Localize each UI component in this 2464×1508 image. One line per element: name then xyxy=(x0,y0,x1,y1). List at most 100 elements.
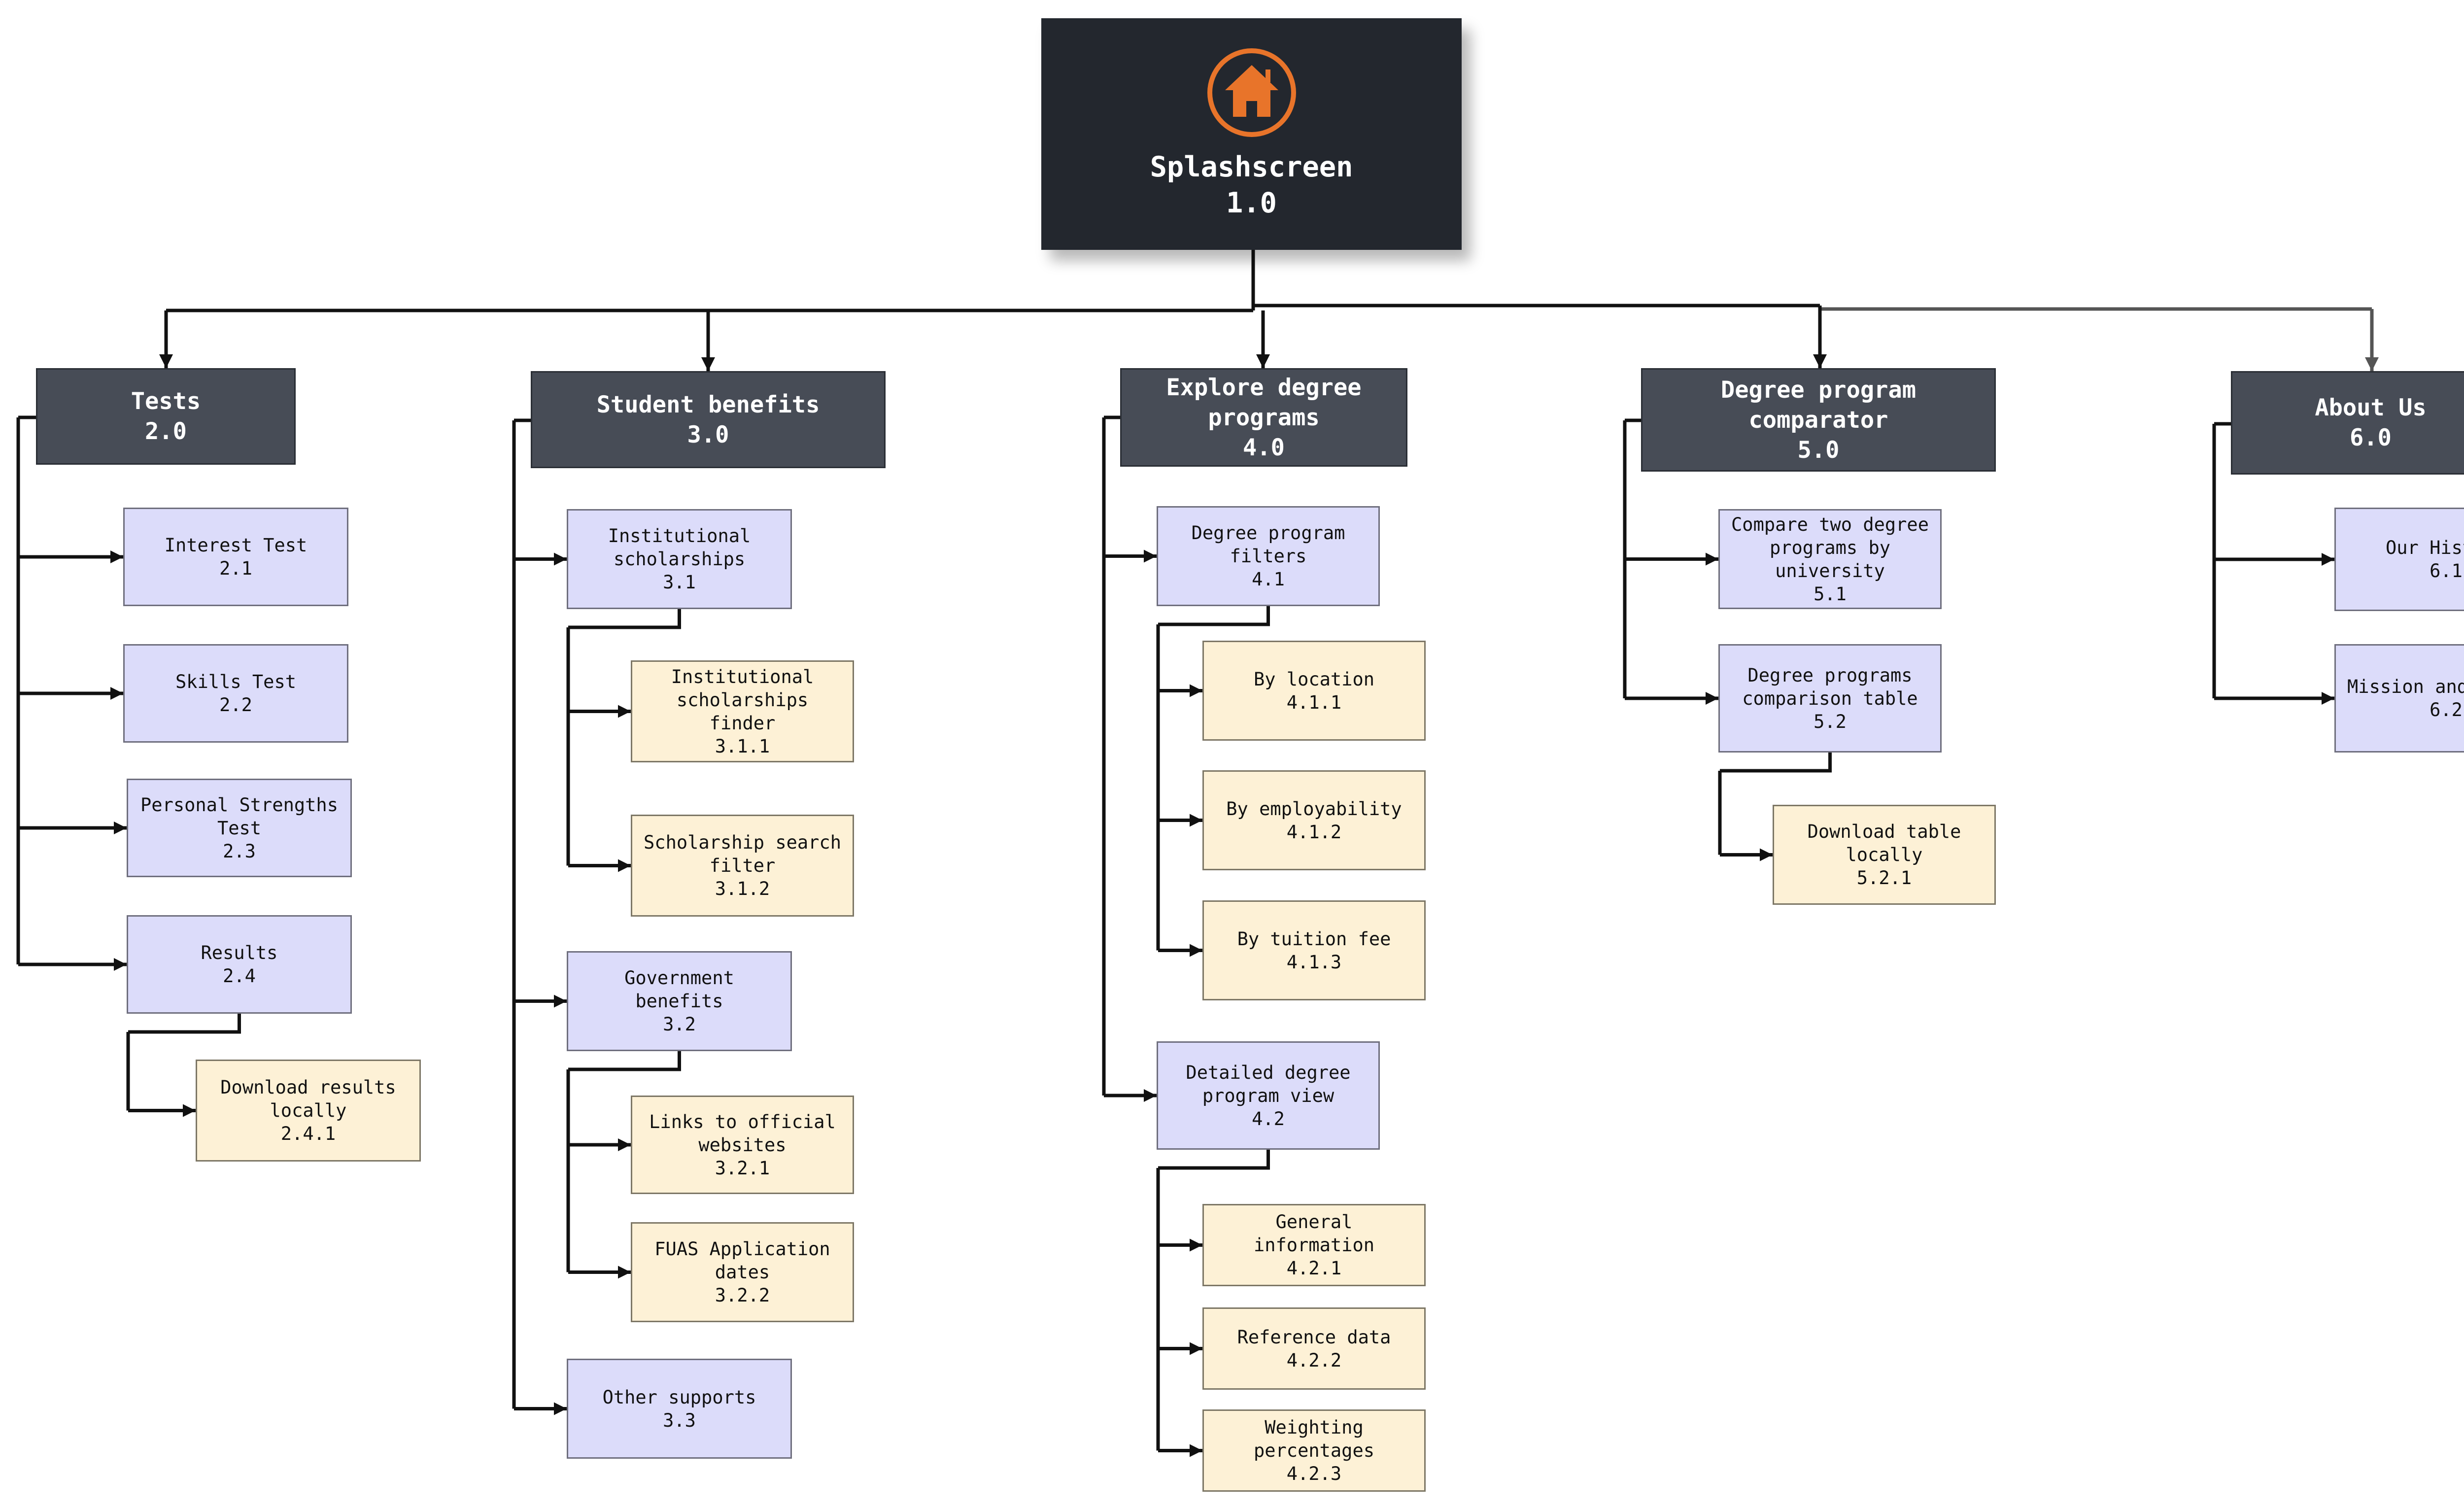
page-node-results: Results 2.4 xyxy=(127,915,352,1014)
page-node-compare-two-programs: Compare two degree programs by universit… xyxy=(1718,509,1942,609)
node-number: 6.2 xyxy=(2430,699,2463,720)
node-number: 3.1.2 xyxy=(715,878,770,899)
arrowhead xyxy=(110,687,123,700)
section-number: 2.0 xyxy=(145,418,187,445)
node-label: Links to official websites xyxy=(649,1111,836,1156)
arrowhead xyxy=(159,354,173,368)
connector-line xyxy=(128,1014,241,1034)
connector-line-grey xyxy=(1818,306,2372,311)
subpage-node-scholarship-search-filter: Scholarship search filter 3.1.2 xyxy=(631,815,854,917)
arrowhead xyxy=(110,550,123,563)
arrowhead xyxy=(2322,692,2334,705)
page-node-degree-program-filters: Degree program filters 4.1 xyxy=(1157,506,1380,606)
arrowhead xyxy=(1190,684,1202,697)
root-label: Splashscreen xyxy=(1150,151,1353,183)
page-node-government-benefits: Government benefits 3.2 xyxy=(567,951,792,1051)
page-node-our-history: Our History 6.1 xyxy=(2334,508,2464,611)
node-number: 3.2.1 xyxy=(715,1157,770,1179)
arrowhead xyxy=(1190,944,1202,957)
node-label: Mission and Values xyxy=(2347,676,2464,697)
page-node-institutional-scholarships: Institutional scholarships 3.1 xyxy=(567,509,792,609)
section-node-student-benefits: Student benefits 3.0 xyxy=(531,371,886,468)
node-number: 4.1 xyxy=(1252,569,1285,590)
node-number: 3.3 xyxy=(663,1409,696,1431)
home-icon xyxy=(1207,48,1296,137)
section-number: 6.0 xyxy=(2350,424,2392,451)
node-label: Personal Strengths Test xyxy=(140,794,338,839)
node-label: Other supports xyxy=(602,1386,756,1408)
arrowhead xyxy=(554,552,567,566)
arrowhead xyxy=(618,1138,631,1151)
node-label: FUAS Application dates xyxy=(654,1238,830,1283)
arrowhead xyxy=(1256,354,1270,368)
node-label: Institutional scholarships finder xyxy=(671,666,814,734)
subpage-node-by-employability: By employability 4.1.2 xyxy=(1202,770,1426,870)
section-label: Explore degree programs xyxy=(1166,374,1362,431)
node-label: Compare two degree programs by universit… xyxy=(1731,514,1929,582)
arrowhead xyxy=(618,705,631,718)
node-number: 3.2 xyxy=(663,1014,696,1035)
subpage-node-fuas-dates: FUAS Application dates 3.2.2 xyxy=(631,1222,854,1322)
arrowhead xyxy=(2365,357,2379,371)
node-number: 5.2 xyxy=(1814,711,1847,732)
node-label: By tuition fee xyxy=(1237,928,1391,950)
arrowhead xyxy=(1706,692,1718,705)
subpage-node-download-results: Download results locally 2.4.1 xyxy=(196,1060,421,1162)
subpage-node-scholarships-finder: Institutional scholarships finder 3.1.1 xyxy=(631,660,854,762)
arrowhead xyxy=(618,1266,631,1279)
arrowhead xyxy=(1144,1089,1157,1102)
node-label: Degree program filters xyxy=(1191,522,1345,567)
arrowhead xyxy=(1190,1444,1202,1457)
subpage-node-download-table: Download table locally 5.2.1 xyxy=(1773,805,1996,905)
root-number: 1.0 xyxy=(1226,187,1277,219)
node-number: 5.1 xyxy=(1814,583,1847,605)
section-node-tests: Tests 2.0 xyxy=(36,368,296,465)
arrowhead xyxy=(618,859,631,872)
node-number: 6.1 xyxy=(2430,560,2463,582)
page-node-personal-strengths-test: Personal Strengths Test 2.3 xyxy=(127,779,352,877)
node-label: Degree programs comparison table xyxy=(1742,664,1918,709)
node-number: 4.1.1 xyxy=(1286,691,1342,713)
page-node-mission-values: Mission and Values 6.2 xyxy=(2334,644,2464,753)
node-number: 3.1 xyxy=(663,572,696,593)
arrowhead xyxy=(554,1402,567,1415)
node-label: Scholarship search filter xyxy=(644,832,841,876)
node-number: 2.4 xyxy=(223,965,256,987)
node-number: 3.2.2 xyxy=(715,1285,770,1306)
page-node-detailed-program-view: Detailed degree program view 4.2 xyxy=(1157,1041,1380,1150)
connector-line xyxy=(1158,606,1270,626)
page-node-comparison-table: Degree programs comparison table 5.2 xyxy=(1718,644,1942,753)
node-number: 2.4.1 xyxy=(280,1123,336,1144)
section-node-explore-degree-programs: Explore degree programs 4.0 xyxy=(1120,368,1407,467)
arrowhead xyxy=(1760,848,1773,861)
node-label: Reference data xyxy=(1237,1326,1391,1348)
arrowhead xyxy=(701,357,715,371)
section-node-about-us: About Us 6.0 xyxy=(2231,371,2464,475)
node-number: 3.1.1 xyxy=(715,735,770,757)
node-label: Government benefits xyxy=(624,967,734,1012)
node-number: 2.3 xyxy=(223,840,256,862)
connector-line xyxy=(1158,1150,1270,1170)
subpage-node-by-location: By location 4.1.1 xyxy=(1202,641,1426,741)
subpage-node-official-websites: Links to official websites 3.2.1 xyxy=(631,1096,854,1194)
node-label: Detailed degree program view xyxy=(1186,1062,1351,1106)
node-number: 4.1.3 xyxy=(1286,951,1342,973)
node-number: 5.2.1 xyxy=(1856,867,1912,889)
node-number: 4.2.1 xyxy=(1286,1258,1342,1279)
node-number: 4.1.2 xyxy=(1286,821,1342,843)
page-node-other-supports: Other supports 3.3 xyxy=(567,1359,792,1459)
subpage-node-by-tuition-fee: By tuition fee 4.1.3 xyxy=(1202,900,1426,1000)
section-label: Degree program comparator xyxy=(1720,376,1916,434)
node-label: Download table locally xyxy=(1807,821,1961,865)
arrowhead xyxy=(1706,552,1718,566)
arrowhead xyxy=(1813,354,1827,368)
node-label: General information xyxy=(1253,1211,1375,1256)
arrowhead xyxy=(183,1104,196,1117)
page-node-skills-test: Skills Test 2.2 xyxy=(123,644,348,743)
node-label: By location xyxy=(1253,668,1375,690)
node-label: By employability xyxy=(1226,798,1402,820)
node-number: 2.1 xyxy=(219,558,252,579)
arrowhead xyxy=(554,994,567,1008)
node-number: 2.2 xyxy=(219,694,252,716)
